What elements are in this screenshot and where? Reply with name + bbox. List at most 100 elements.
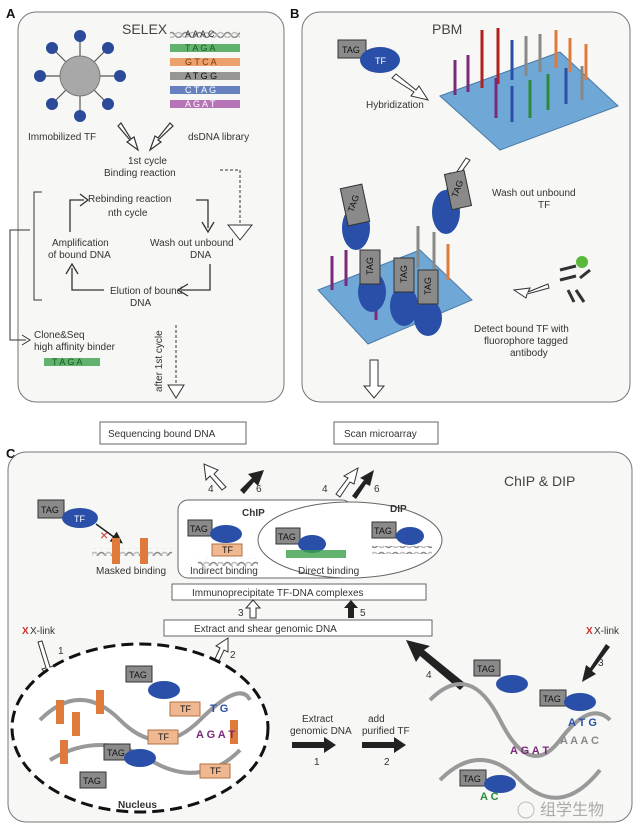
- detect-label-3: antibody: [510, 348, 548, 359]
- svg-text:A G A T: A G A T: [510, 745, 549, 757]
- svg-text:T G: T G: [210, 703, 228, 715]
- svg-text:TAG: TAG: [278, 532, 296, 542]
- svg-text:4: 4: [426, 670, 432, 681]
- top-arrows-4-6-right: 4 6: [322, 466, 380, 499]
- svg-text:G T C A: G T C A: [185, 57, 217, 67]
- direct-binding-icon: TAG: [275, 527, 346, 558]
- svg-text:TAG: TAG: [365, 257, 375, 275]
- high-affinity-dna-icon: T A G A: [44, 357, 100, 367]
- elution-label: Elution of bound: [110, 286, 182, 297]
- immunoprecipitate-box: [171, 583, 427, 601]
- add-label-2: purified TF: [362, 726, 410, 737]
- dsdna-library-icon: A A A C T A G A G T C A A T G G C T A G …: [170, 29, 240, 109]
- dip-container: [257, 501, 443, 579]
- scan-result-box: [333, 421, 439, 445]
- svg-text:5: 5: [360, 608, 366, 619]
- xlink-right-arrow: 3: [582, 644, 610, 682]
- extract-shear-label: Extract and shear genomic DNA: [194, 624, 337, 635]
- svg-text:2: 2: [384, 757, 390, 768]
- svg-text:4: 4: [322, 484, 328, 495]
- svg-text:TAG: TAG: [129, 670, 147, 680]
- detect-label-1: Detect bound TF with: [474, 324, 569, 335]
- arrow-3-up: 3: [238, 599, 262, 619]
- panel-a-frame: [17, 11, 285, 403]
- svg-text:C T A G: C T A G: [185, 85, 216, 95]
- hybridization-label: Hybridization: [366, 100, 424, 111]
- indirect-binding-label: Indirect binding: [190, 566, 258, 577]
- scan-result-label: Scan microarray: [344, 429, 417, 440]
- svg-text:T A G A: T A G A: [52, 357, 82, 367]
- wash-dna-label: DNA: [190, 250, 211, 261]
- nucleus-label: Nucleus: [118, 800, 157, 811]
- svg-text:2: 2: [230, 650, 236, 661]
- panel-c-title: ChIP & DIP: [504, 473, 575, 489]
- dip-label: DIP: [390, 504, 407, 515]
- svg-text:A T G: A T G: [568, 717, 597, 729]
- immobilized-tf-bead-icon: [34, 30, 126, 122]
- tagged-tf-icon: TAG TF: [337, 39, 400, 73]
- arrow-4-black: 4: [406, 640, 466, 690]
- wash-tf-label-2: TF: [538, 200, 550, 211]
- direct-binding-label: Direct binding: [298, 566, 359, 577]
- svg-text:A G A T: A G A T: [196, 729, 235, 741]
- svg-text:TAG: TAG: [107, 748, 125, 758]
- panel-b-letter: B: [290, 6, 299, 21]
- svg-text:4: 4: [208, 484, 214, 495]
- svg-text:TF: TF: [375, 56, 386, 66]
- chromatin-icon: TF TF TF TAG TAG TAG A G A T T G: [38, 665, 252, 789]
- panel-a-letter: A: [6, 6, 16, 21]
- svg-text:TAG: TAG: [423, 277, 433, 295]
- cycle-arrows: [65, 193, 215, 297]
- top-arrows-4-6-left: 4 6: [203, 463, 264, 495]
- extract-label-1: Extract: [302, 714, 333, 725]
- svg-text:1: 1: [314, 757, 320, 768]
- xlink-right-label: X-link: [594, 626, 620, 637]
- svg-text:6: 6: [256, 484, 262, 495]
- svg-text:TF: TF: [74, 514, 85, 524]
- svg-text:TF: TF: [222, 545, 233, 555]
- svg-text:组学生物: 组学生物: [540, 800, 604, 819]
- high-affinity-label: high affinity binder: [34, 342, 116, 353]
- free-chromatin-icon: TAG TAG TAG A T G A A A C A G A T A C: [428, 659, 612, 803]
- svg-text:TF: TF: [210, 766, 221, 776]
- svg-text:A C: A C: [480, 791, 499, 803]
- detect-arrow: [512, 283, 550, 299]
- svg-text:TAG: TAG: [190, 524, 208, 534]
- svg-text:A G A T: A G A T: [185, 99, 216, 109]
- microarray-bottom-icon: TAG TAG TAG TAG TAG: [317, 169, 473, 345]
- clone-connector: [9, 229, 30, 341]
- add-arrow: 2: [362, 737, 406, 768]
- clone-seq-label: Clone&Seq: [34, 330, 85, 341]
- wash-tf-label: Wash out unbound: [492, 188, 576, 199]
- cycle-bracket: [33, 191, 42, 301]
- elution-dna-label: DNA: [130, 298, 151, 309]
- svg-text:TAG: TAG: [83, 776, 101, 786]
- svg-text:A T G G: A T G G: [185, 71, 217, 81]
- microarray-top-icon: [439, 28, 619, 151]
- svg-text:T A G A: T A G A: [185, 43, 215, 53]
- xlink-right-x: X: [586, 626, 593, 637]
- svg-text:TAG: TAG: [477, 664, 495, 674]
- panel-c-letter: C: [6, 446, 16, 461]
- chip-label: ChIP: [242, 508, 265, 519]
- dsdna-library-label: dsDNA library: [188, 132, 249, 143]
- masked-binding-icon: TAG TF ×: [37, 499, 172, 564]
- svg-text:TF: TF: [180, 704, 191, 714]
- extract-shear-box: [163, 619, 433, 637]
- sequencing-result-box: [99, 421, 247, 445]
- rebinding-label: Rebinding reaction: [88, 194, 171, 205]
- fluorophore-antibody-icon: [559, 256, 591, 303]
- extract-arrow: 1: [292, 737, 336, 768]
- hybridization-arrow: [391, 73, 430, 101]
- watermark: 组学生物: [517, 800, 604, 819]
- panel-a-title: SELEX: [122, 21, 168, 37]
- first-cycle-label: 1st cycle: [128, 156, 167, 167]
- svg-text:TF: TF: [158, 732, 169, 742]
- masked-binding-label: Masked binding: [96, 566, 166, 577]
- dashed-arrow-down: [167, 325, 185, 399]
- immunoprecipitate-label: Immunoprecipitate TF-DNA complexes: [192, 588, 364, 599]
- dip-unbound-icon: TAG: [371, 521, 432, 554]
- svg-text:A A A C: A A A C: [185, 29, 215, 39]
- converge-arrows: [117, 122, 174, 152]
